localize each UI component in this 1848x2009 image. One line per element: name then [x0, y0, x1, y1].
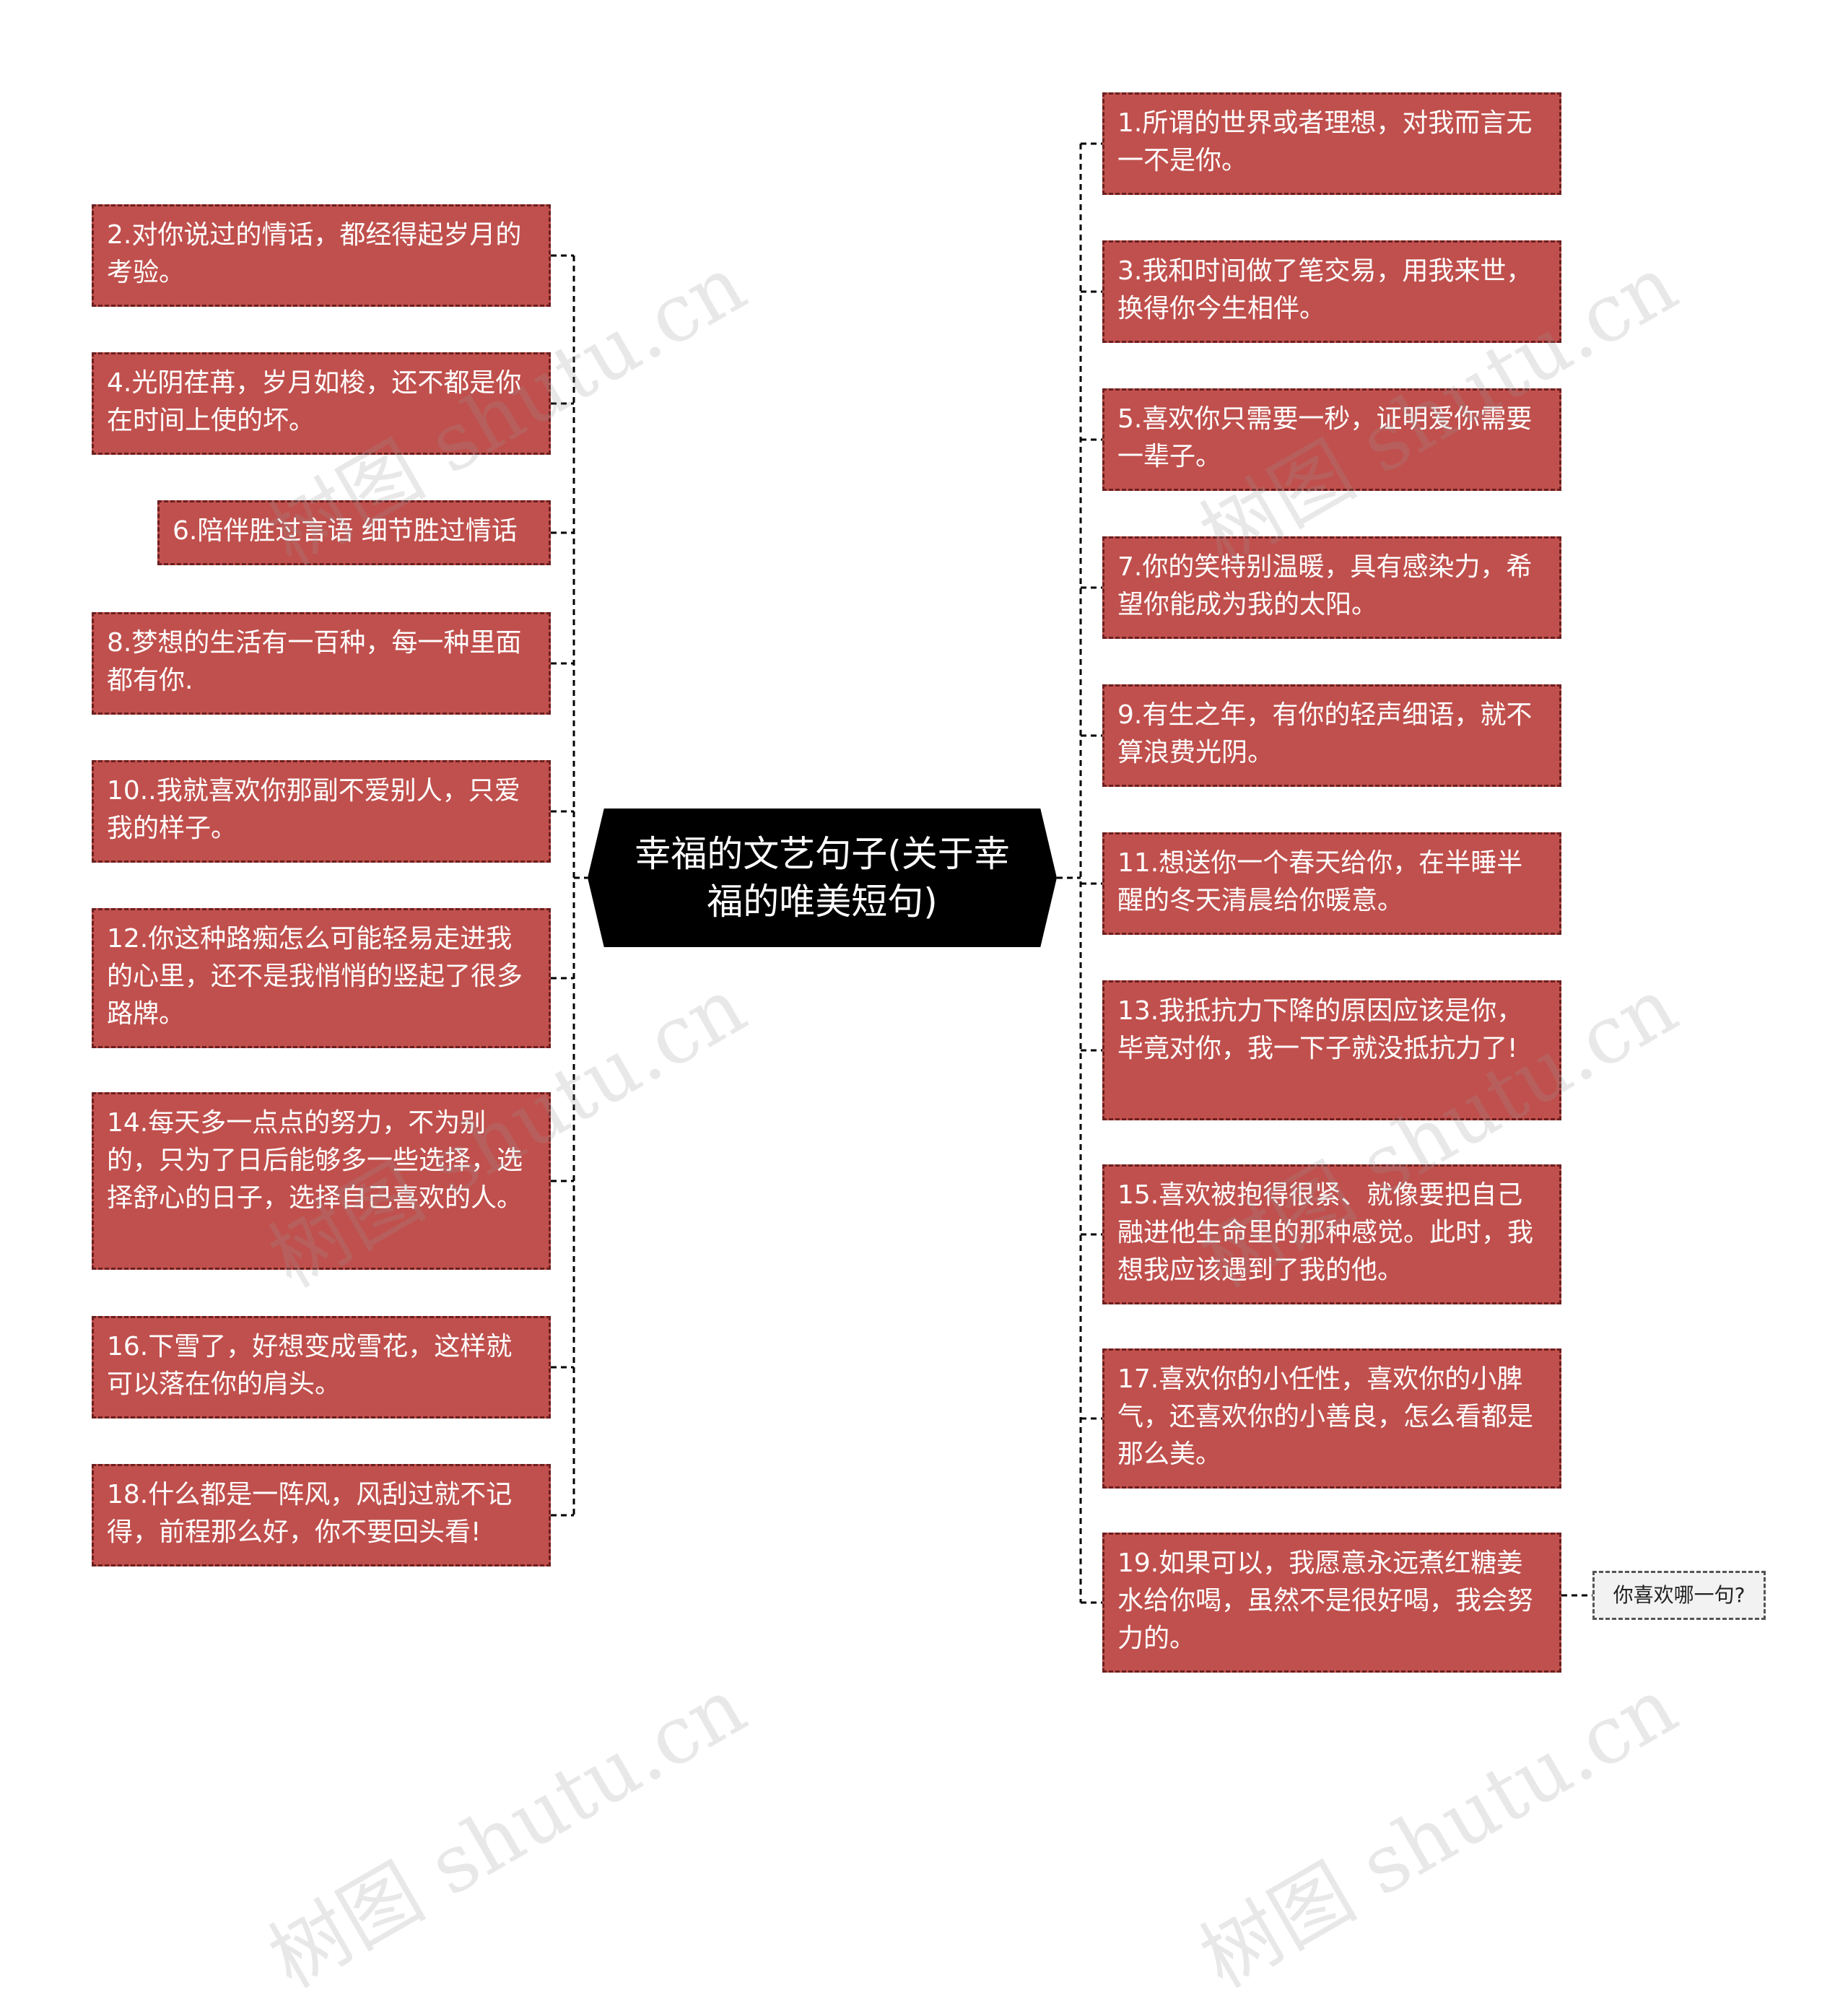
node-text: 15.喜欢被抱得很紧、就像要把自己融进他生命里的那种感觉。此时，我想我应该遇到了… — [1117, 1180, 1534, 1285]
right-node-17[interactable]: 17.喜欢你的小任性，喜欢你的小脾气，还喜欢你的小善良，怎么看都是那么美。 — [1102, 1348, 1561, 1489]
node-text: 1.所谓的世界或者理想，对我而言无一不是你。 — [1117, 108, 1533, 175]
node-text: 4.光阴荏苒，岁月如梭，还不都是你在时间上使的坏。 — [107, 368, 522, 435]
node-text: 19.如果可以，我愿意永远煮红糖姜水给你喝，虽然不是很好喝，我会努力的。 — [1117, 1548, 1534, 1653]
right-node-1[interactable]: 1.所谓的世界或者理想，对我而言无一不是你。 — [1102, 92, 1561, 195]
connector-lines — [551, 142, 1592, 1604]
right-node-11[interactable]: 11.想送你一个春天给你，在半睡半醒的冬天清晨给你暖意。 — [1102, 832, 1561, 935]
left-node-6[interactable]: 6.陪伴胜过言语 细节胜过情话 — [157, 500, 551, 565]
node-text: 5.喜欢你只需要一秒，证明爱你需要一辈子。 — [1117, 404, 1533, 471]
node-text: 11.想送你一个春天给你，在半睡半醒的冬天清晨给你暖意。 — [1117, 848, 1523, 915]
node-text: 9.有生之年，有你的轻声细语，就不算浪费光阴。 — [1117, 700, 1533, 767]
right-node-15[interactable]: 15.喜欢被抱得很紧、就像要把自己融进他生命里的那种感觉。此时，我想我应该遇到了… — [1102, 1164, 1561, 1304]
node-text: 16.下雪了，好想变成雪花，这样就可以落在你的肩头。 — [107, 1332, 513, 1399]
question-node[interactable]: 你喜欢哪一句? — [1592, 1571, 1766, 1620]
right-node-5[interactable]: 5.喜欢你只需要一秒，证明爱你需要一辈子。 — [1102, 388, 1561, 491]
right-node-7[interactable]: 7.你的笑特别温暖，具有感染力，希望你能成为我的太阳。 — [1102, 536, 1561, 639]
right-node-19[interactable]: 19.如果可以，我愿意永远煮红糖姜水给你喝，虽然不是很好喝，我会努力的。 — [1102, 1533, 1561, 1673]
right-node-13[interactable]: 13.我抵抗力下降的原因应该是你，毕竟对你，我一下子就没抵抗力了! — [1102, 980, 1561, 1120]
left-node-18[interactable]: 18.什么都是一阵风，风刮过就不记得，前程那么好，你不要回头看! — [92, 1464, 551, 1566]
central-topic-text: 幸福的文艺句子(关于幸福的唯美短句) — [635, 833, 1010, 923]
node-text: 12.你这种路痴怎么可能轻易走进我的心里，还不是我悄悄的竖起了很多路牌。 — [107, 924, 523, 1029]
left-node-4[interactable]: 4.光阴荏苒，岁月如梭，还不都是你在时间上使的坏。 — [92, 352, 551, 455]
left-node-16[interactable]: 16.下雪了，好想变成雪花，这样就可以落在你的肩头。 — [92, 1316, 551, 1418]
node-text: 6.陪伴胜过言语 细节胜过情话 — [173, 516, 518, 546]
node-text: 10..我就喜欢你那副不爱别人，只爱我的样子。 — [107, 776, 520, 843]
node-text: 8.梦想的生活有一百种，每一种里面都有你. — [107, 628, 522, 695]
node-text: 2.对你说过的情话，都经得起岁月的考验。 — [107, 220, 522, 287]
node-text: 13.我抵抗力下降的原因应该是你，毕竟对你，我一下子就没抵抗力了! — [1117, 996, 1523, 1063]
left-node-8[interactable]: 8.梦想的生活有一百种，每一种里面都有你. — [92, 612, 551, 715]
question-text: 你喜欢哪一句? — [1613, 1583, 1745, 1607]
left-node-2[interactable]: 2.对你说过的情话，都经得起岁月的考验。 — [92, 204, 551, 307]
central-topic[interactable]: 幸福的文艺句子(关于幸福的唯美短句) — [588, 809, 1057, 947]
right-node-3[interactable]: 3.我和时间做了笔交易，用我来世，换得你今生相伴。 — [1102, 240, 1561, 343]
left-node-14[interactable]: 14.每天多一点点的努力，不为别的，只为了日后能够多一些选择，选择舒心的日子，选… — [92, 1092, 551, 1270]
node-text: 14.每天多一点点的努力，不为别的，只为了日后能够多一些选择，选择舒心的日子，选… — [107, 1108, 523, 1213]
left-node-12[interactable]: 12.你这种路痴怎么可能轻易走进我的心里，还不是我悄悄的竖起了很多路牌。 — [92, 908, 551, 1048]
node-text: 3.我和时间做了笔交易，用我来世，换得你今生相伴。 — [1117, 256, 1533, 323]
node-text: 17.喜欢你的小任性，喜欢你的小脾气，还喜欢你的小善良，怎么看都是那么美。 — [1117, 1364, 1534, 1469]
node-text: 7.你的笑特别温暖，具有感染力，希望你能成为我的太阳。 — [1117, 552, 1533, 619]
node-text: 18.什么都是一阵风，风刮过就不记得，前程那么好，你不要回头看! — [107, 1480, 513, 1547]
left-node-10[interactable]: 10..我就喜欢你那副不爱别人，只爱我的样子。 — [92, 760, 551, 863]
right-node-9[interactable]: 9.有生之年，有你的轻声细语，就不算浪费光阴。 — [1102, 684, 1561, 787]
